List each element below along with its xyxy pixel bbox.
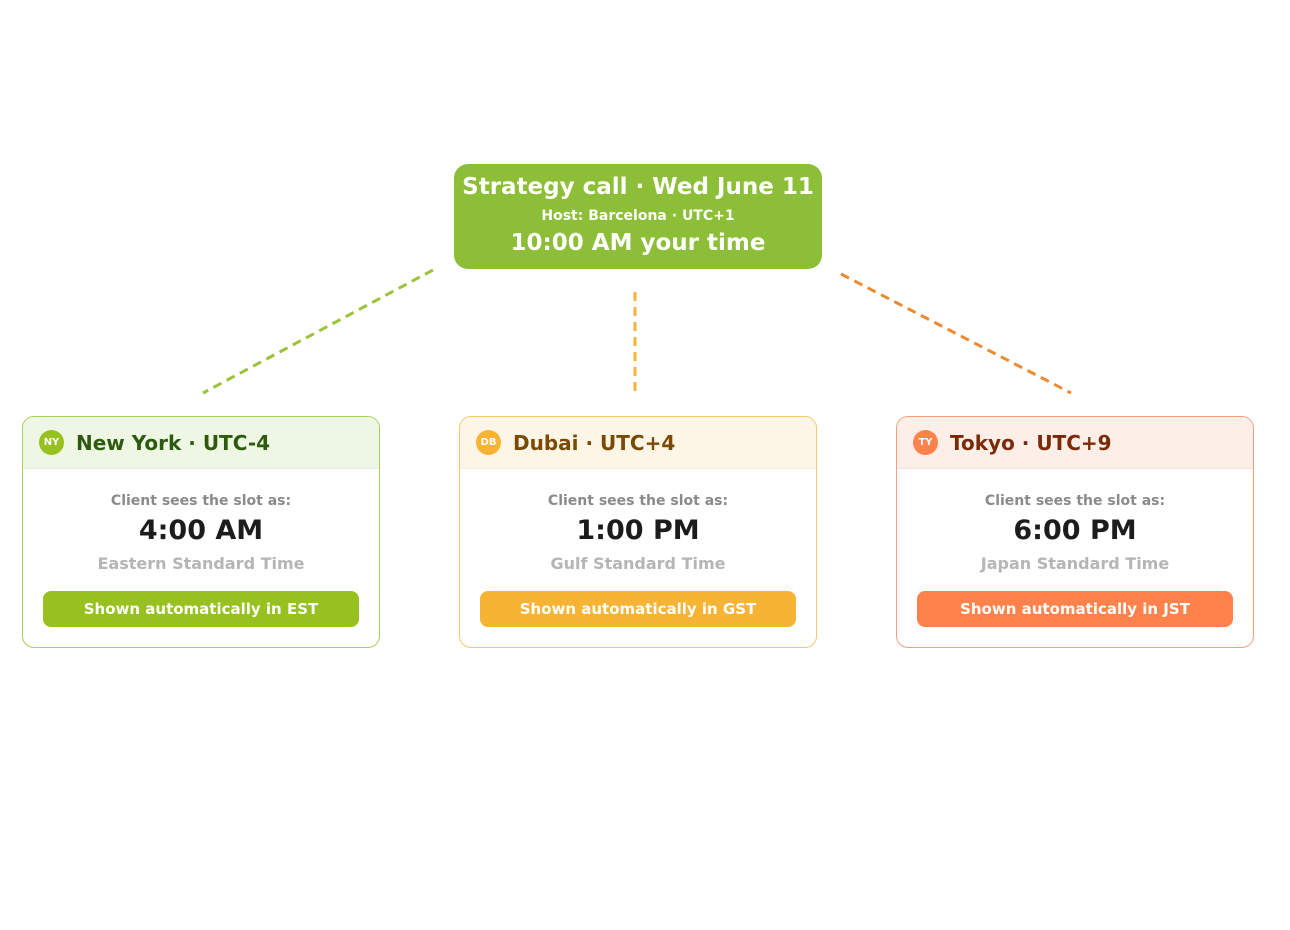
slot-caption: Client sees the slot as: xyxy=(984,493,1166,509)
auto-timezone-pill: Shown automatically in EST xyxy=(43,591,359,627)
auto-timezone-pill: Shown automatically in JST xyxy=(917,591,1233,627)
city-title: New York · UTC-4 xyxy=(76,430,271,455)
host-meeting-card: Strategy call · Wed June 11 Host: Barcel… xyxy=(454,164,822,269)
connector-tokyo xyxy=(840,272,1072,395)
connector-new-york xyxy=(202,268,434,395)
city-title: Dubai · UTC+4 xyxy=(513,430,676,455)
host-local-time: 10:00 AM your time xyxy=(510,230,766,256)
city-badge: NY xyxy=(39,430,64,455)
timezone-name: Gulf Standard Time xyxy=(550,554,726,573)
card-header: TY Tokyo · UTC+9 xyxy=(897,417,1253,469)
card-header: NY New York · UTC-4 xyxy=(23,417,379,469)
city-card-new-york: NY New York · UTC-4 Client sees the slot… xyxy=(22,416,380,648)
card-header: DB Dubai · UTC+4 xyxy=(460,417,816,469)
auto-timezone-pill: Shown automatically in GST xyxy=(480,591,796,627)
timezone-name: Eastern Standard Time xyxy=(97,554,305,573)
timezone-name: Japan Standard Time xyxy=(980,554,1170,573)
city-card-tokyo: TY Tokyo · UTC+9 Client sees the slot as… xyxy=(896,416,1254,648)
city-badge: DB xyxy=(476,430,501,455)
local-slot-time: 1:00 PM xyxy=(576,515,700,546)
city-badge: TY xyxy=(913,430,938,455)
local-slot-time: 4:00 AM xyxy=(138,515,264,546)
meeting-title: Strategy call · Wed June 11 xyxy=(462,174,814,200)
local-slot-time: 6:00 PM xyxy=(1013,515,1137,546)
slot-caption: Client sees the slot as: xyxy=(547,493,729,509)
city-title: Tokyo · UTC+9 xyxy=(950,430,1112,455)
city-card-dubai: DB Dubai · UTC+4 Client sees the slot as… xyxy=(459,416,817,648)
host-location: Host: Barcelona · UTC+1 xyxy=(541,208,735,224)
slot-caption: Client sees the slot as: xyxy=(110,493,292,509)
